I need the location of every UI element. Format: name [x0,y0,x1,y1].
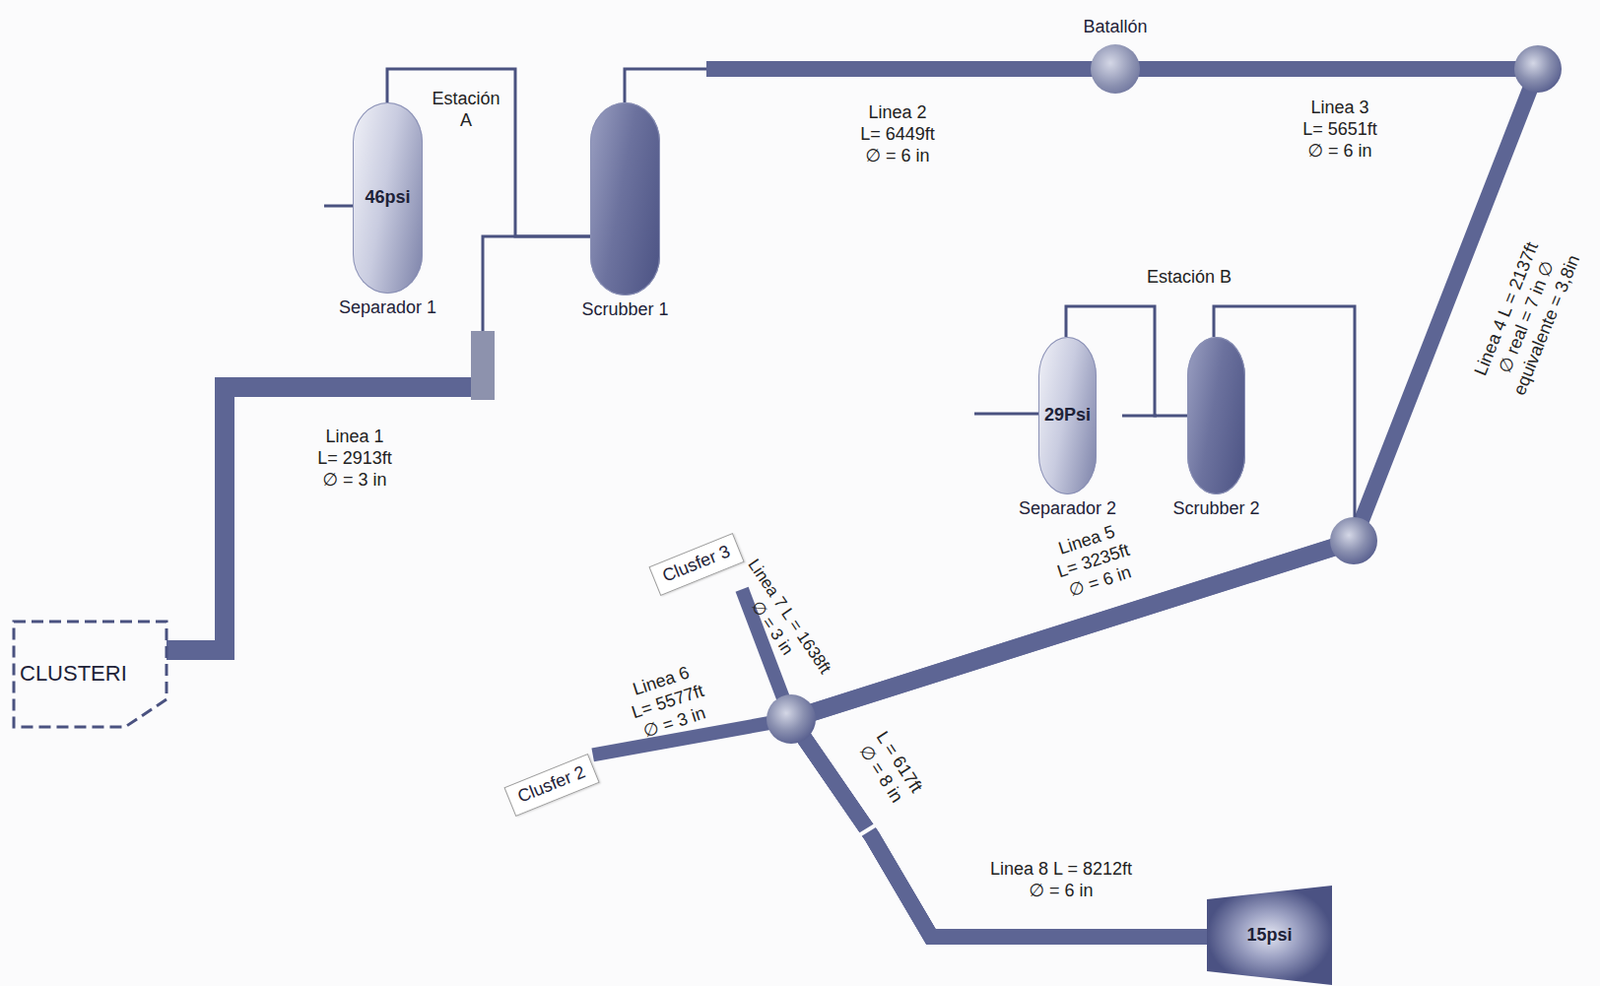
pipe-spec: Linea 1 L= 2913ft ∅ = 3 in [315,426,395,492]
pipe-spec: Linea 3 L= 5651ft ∅ = 6 in [1300,97,1380,163]
pressure-value: 15psi [1246,925,1292,947]
pipe-run [791,719,1207,937]
pipe-spec: Linea 5 L= 3235ft ∅ = 6 in [1046,518,1141,604]
pipe-break [859,819,885,836]
station-label: Estación B [1146,266,1232,289]
inlet-stub [974,412,1039,416]
outlet-body-text: 15psi [1206,885,1333,986]
cluster-body: CLUSTERI [11,619,169,730]
vessel-shape [590,102,661,296]
node-vessel: 29PsiSeparador 2 [1038,336,1097,495]
station-name: Batallón [1082,16,1147,39]
station-label: Estación A [426,88,506,133]
vessel-label: Scrubber 2 [1172,498,1260,521]
vessel-shape: 29Psi [1038,336,1097,495]
pressure-value: 46psi [364,187,410,209]
pipe-run [1139,68,1538,541]
node-cluster: CLUSTERI [11,619,169,730]
pipe-junction [766,694,816,744]
node-tag: Clusfer 3 [648,533,744,597]
pipe-run [482,236,591,332]
cluster-border [13,621,167,728]
cluster-tag: Clusfer 2 [515,761,590,808]
pipe-connector [791,68,1538,937]
pipe-run [791,719,1207,937]
pipe-connector [600,719,1207,937]
node-vessel: Scrubber 2 [1187,336,1246,495]
pipe-connector [168,236,591,651]
node-trap: 15psi [1206,885,1333,986]
node-tag: Clusfer 2 [503,753,600,817]
vessel-label: Separador 1 [338,297,437,320]
pipe-run [714,61,1091,77]
pipe-spec: Linea 2 L= 6449ft ∅ = 6 in [858,102,937,168]
pipe-junction [1330,517,1378,565]
pipe-spec: L = 617ft ∅ = 8 in [850,723,930,813]
cluster-name: CLUSTERI [19,661,128,687]
vessel-shape [1187,336,1246,495]
outlet-body [1206,885,1333,986]
pipe-run [791,719,1207,937]
pipe-run [624,68,715,103]
pipe-spec: Linea 8 L = 8212ft ∅ = 6 in [987,859,1135,903]
node-vessel: Scrubber 1 [590,102,661,296]
inlet-stub [324,204,353,208]
vessel-shape: 46psi [352,102,423,294]
node-vessel: 46psiSeparador 1 [352,102,423,294]
pipe-spec: Linea 4 L = 2137ft ∅ real = 7 in ∅ equiv… [1467,233,1587,400]
vessel-label: Separador 2 [1018,498,1117,521]
cluster-tag: Clusfer 3 [660,540,734,588]
junction-ball [1090,44,1140,94]
node-ball: Batallón [1090,44,1140,94]
pipe-junction [1514,45,1562,93]
vessel-label: Scrubber 1 [581,299,668,322]
riser-stub [470,331,495,400]
pipe-connector [624,68,1091,103]
pressure-value: 29Psi [1044,404,1091,427]
pipe-connector [791,306,1355,937]
inlet-stub [1122,414,1157,418]
pipe-run [168,387,483,651]
pipe-run [791,719,1207,937]
